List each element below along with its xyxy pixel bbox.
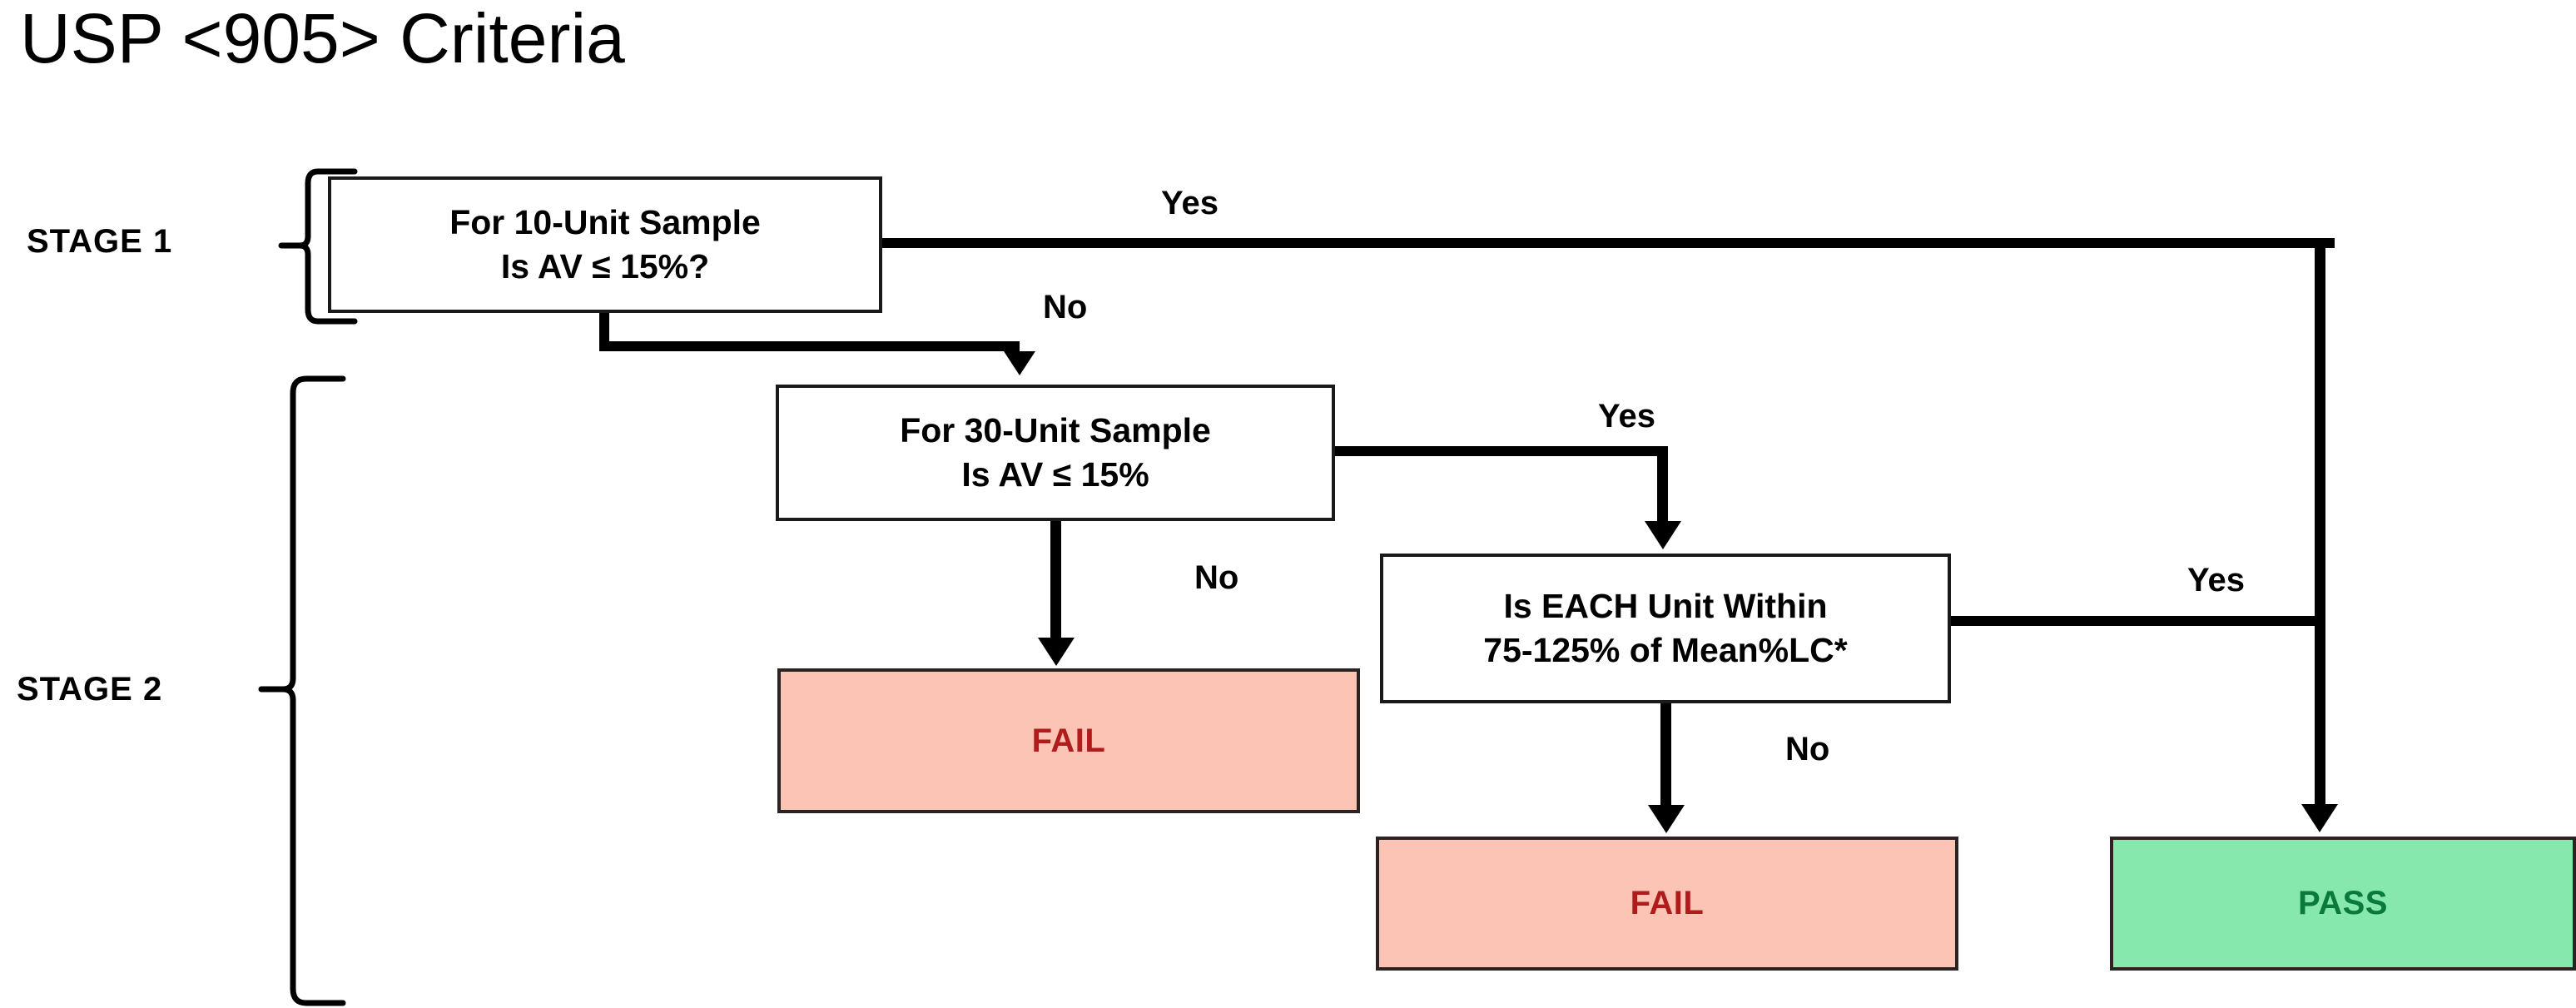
edge-yes-stage2-vertical <box>1657 446 1668 521</box>
edge-yes-stage2-arrowhead <box>1645 521 1681 549</box>
edge-no-eachunit-vertical <box>1660 703 1671 805</box>
for-10-unit-sample-decision[interactable]: For 10-Unit Sample Is AV ≤ 15%? <box>328 176 882 313</box>
for-30-unit-sample-line1: For 30-Unit Sample <box>900 410 1211 449</box>
fail-each-unit[interactable]: FAIL <box>1376 837 1958 971</box>
edge-label-yes-stage2: Yes <box>1598 398 1655 434</box>
edge-no-eachunit-arrowhead <box>1648 805 1685 833</box>
edge-label-no-stage2: No <box>1194 559 1239 596</box>
edge-yes-stage1-vertical <box>2315 238 2325 804</box>
stage-2-label: STAGE 2 <box>17 671 163 708</box>
edge-yes-stage2-horizontal <box>1335 446 1668 456</box>
edge-no-stage2-vertical <box>1050 521 1061 638</box>
edge-no-stage1-horizontal <box>599 341 1020 351</box>
edge-yes-stage1-arrowhead <box>2301 804 2338 832</box>
each-unit-line1: Is EACH Unit Within <box>1503 586 1828 625</box>
pass-result[interactable]: PASS <box>2110 837 2576 971</box>
edge-label-yes-stage1: Yes <box>1161 185 1219 221</box>
for-10-unit-sample-line2: Is AV ≤ 15%? <box>500 247 710 286</box>
for-10-unit-sample-line1: For 10-Unit Sample <box>449 202 761 241</box>
edge-label-yes-eachunit: Yes <box>2187 562 2245 598</box>
fail-stage2-av[interactable]: FAIL <box>777 668 1360 813</box>
for-30-unit-sample-decision[interactable]: For 30-Unit Sample Is AV ≤ 15% <box>776 385 1335 521</box>
each-unit-line2: 75-125% of Mean%LC* <box>1483 631 1848 669</box>
edge-label-no-stage1: No <box>1043 289 1088 325</box>
stage-1-label: STAGE 1 <box>27 223 173 260</box>
edge-no-stage1-arrowhead <box>1004 351 1035 375</box>
edge-yes-eachunit-horizontal <box>1951 616 2325 626</box>
edge-no-stage2-arrowhead <box>1038 638 1075 666</box>
each-unit-within-range-decision[interactable]: Is EACH Unit Within 75-125% of Mean%LC* <box>1380 554 1951 703</box>
stage-1-bracket <box>278 168 358 325</box>
edge-yes-stage1-horizontal <box>882 238 2335 248</box>
edge-label-no-eachunit: No <box>1785 731 1830 767</box>
page-title: USP <905> Criteria <box>20 0 625 77</box>
for-30-unit-sample-line2: Is AV ≤ 15% <box>961 455 1149 494</box>
stage-2-bracket <box>258 375 346 1006</box>
